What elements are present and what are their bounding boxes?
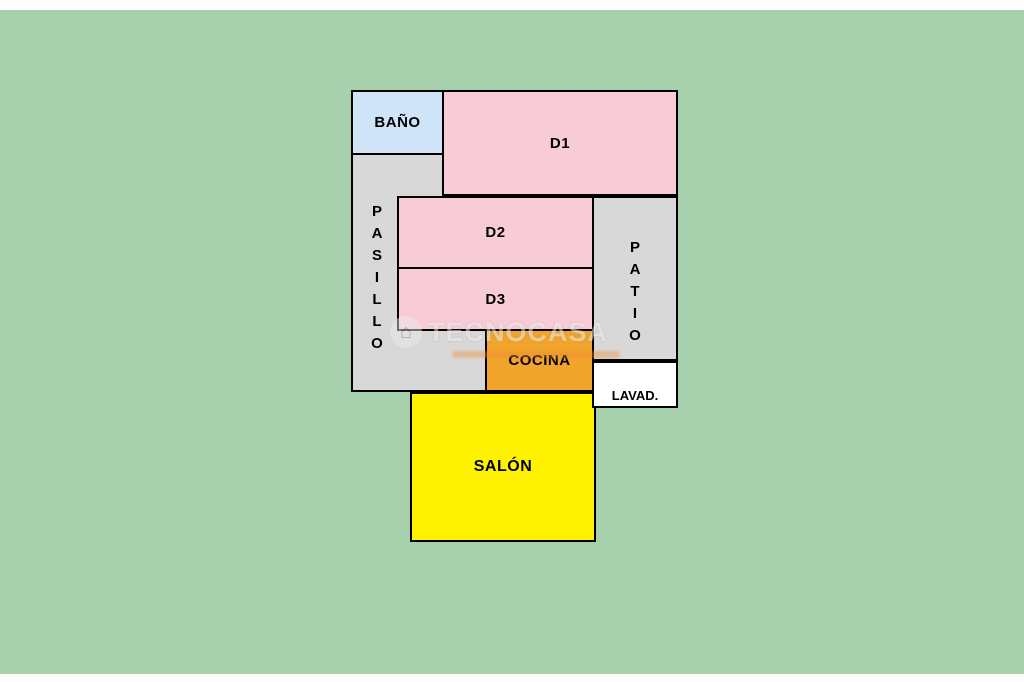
room-d1-label: D1	[549, 134, 571, 152]
top-frame	[0, 0, 1024, 10]
room-cocina: COCINA	[485, 329, 594, 392]
bottom-frame	[0, 674, 1024, 682]
room-d3-label: D3	[485, 290, 506, 308]
room-d2-label: D2	[485, 224, 506, 241]
room-d3: D3	[397, 267, 594, 331]
room-bano-label: BAÑO	[374, 114, 421, 131]
room-salon: SALÓN	[410, 392, 596, 542]
room-patio-label: PATIO	[626, 239, 644, 349]
room-salon-label: SALÓN	[473, 458, 533, 475]
room-lavadero: LAVAD.	[592, 361, 678, 408]
room-pasillo-label: PASILLO	[368, 203, 386, 357]
room-d1: D1	[442, 90, 678, 196]
room-cocina-label: COCINA	[508, 352, 571, 369]
room-d2: D2	[397, 196, 594, 269]
room-lavadero-label: LAVAD.	[611, 388, 659, 403]
room-bano: BAÑO	[351, 90, 444, 155]
